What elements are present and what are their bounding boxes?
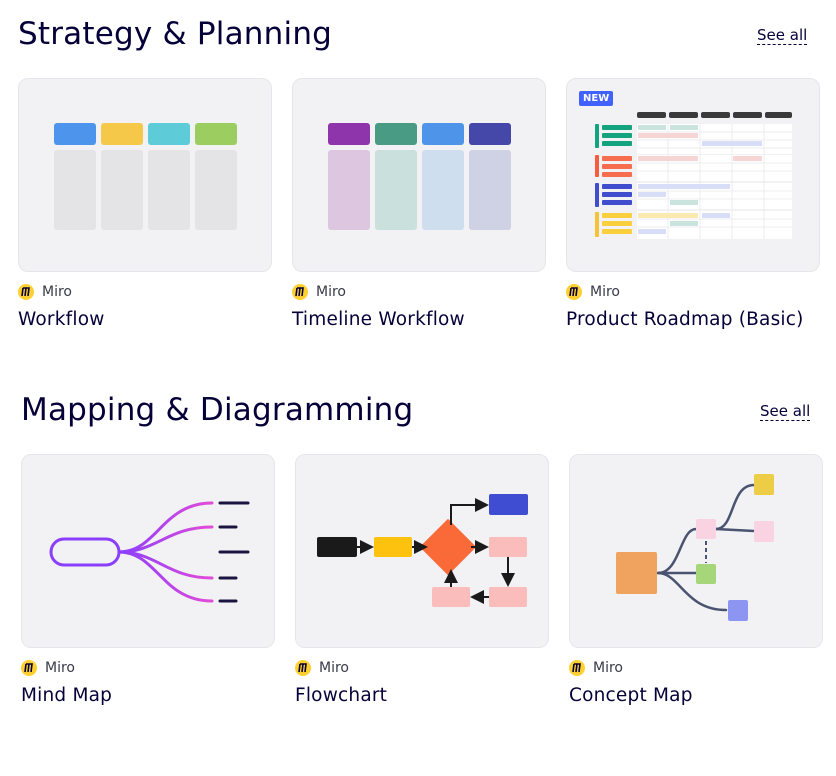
miro-logo-icon <box>566 284 582 300</box>
section-title: Mapping & Diagramming <box>21 392 414 428</box>
timeline-workflow-preview <box>328 123 511 230</box>
author-name: Miro <box>590 284 620 300</box>
template-title[interactable]: Flowchart <box>295 685 388 706</box>
author-name: Miro <box>593 660 623 676</box>
author-name: Miro <box>319 660 349 676</box>
template-thumbnail <box>21 454 275 648</box>
author-name: Miro <box>316 284 346 300</box>
template-thumbnail <box>295 454 549 648</box>
author-name: Miro <box>45 660 75 676</box>
template-thumbnail <box>292 78 546 272</box>
template-author: Miro <box>295 659 349 677</box>
template-author: Miro <box>18 283 72 301</box>
template-card-product-roadmap[interactable]: NEW Miro Product Roadmap (Basic) <box>566 78 820 330</box>
template-title[interactable]: Mind Map <box>21 685 113 706</box>
miro-logo-icon <box>18 284 34 300</box>
miro-logo-icon <box>295 660 311 676</box>
author-name: Miro <box>42 284 72 300</box>
template-card-concept-map[interactable]: Miro Concept Map <box>569 454 823 706</box>
section-title: Strategy & Planning <box>18 16 333 52</box>
mind-map-preview <box>49 501 250 603</box>
template-thumbnail: NEW <box>566 78 820 272</box>
template-card-flowchart[interactable]: Miro Flowchart <box>295 454 549 706</box>
template-card-mind-map[interactable]: Miro Mind Map <box>21 454 275 706</box>
template-author: Miro <box>569 659 623 677</box>
template-title[interactable]: Timeline Workflow <box>292 309 465 330</box>
see-all-link[interactable]: See all <box>760 402 811 421</box>
template-thumbnail <box>569 454 823 648</box>
template-author: Miro <box>292 283 346 301</box>
product-roadmap-preview <box>595 112 792 239</box>
see-all-link[interactable]: See all <box>757 26 808 45</box>
template-card-workflow[interactable]: Miro Workflow <box>18 78 272 330</box>
flowchart-preview <box>317 494 528 607</box>
template-author: Miro <box>566 283 620 301</box>
miro-logo-icon <box>21 660 37 676</box>
miro-logo-icon <box>292 284 308 300</box>
workflow-preview <box>54 123 237 230</box>
concept-map-preview <box>616 474 774 621</box>
template-author: Miro <box>21 659 75 677</box>
template-card-timeline-workflow[interactable]: Miro Timeline Workflow <box>292 78 546 330</box>
template-title[interactable]: Concept Map <box>569 685 693 706</box>
template-title[interactable]: Workflow <box>18 309 105 330</box>
new-badge: NEW <box>579 91 614 106</box>
template-thumbnail <box>18 78 272 272</box>
miro-logo-icon <box>569 660 585 676</box>
template-title[interactable]: Product Roadmap (Basic) <box>566 309 804 330</box>
